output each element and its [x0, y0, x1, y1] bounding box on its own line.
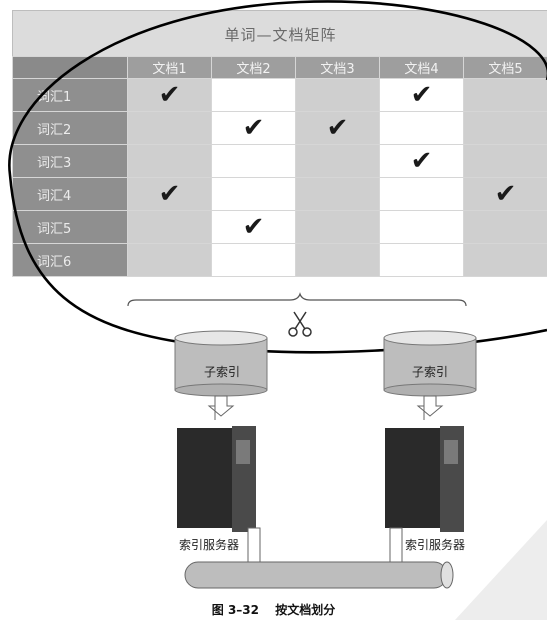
server-vent	[236, 440, 250, 464]
checkmark-icon: ✔	[494, 179, 517, 209]
matrix-cell	[211, 144, 296, 178]
right-index-node	[383, 330, 477, 563]
checkmark-icon: ✔	[158, 179, 181, 209]
column-header: 文档2	[211, 56, 296, 79]
server-network-arrow	[247, 527, 261, 563]
index-cylinder-body	[383, 337, 477, 391]
figure-caption-text: 按文档划分	[275, 603, 336, 617]
matrix-cell	[295, 144, 380, 178]
matrix-header-row: 文档1 文档2 文档3 文档4 文档5	[12, 56, 547, 79]
grouping-brace	[127, 292, 467, 307]
watermark-shape	[455, 520, 547, 620]
index-server-arrow	[416, 395, 444, 420]
matrix-row: 词汇6	[12, 243, 547, 277]
matrix-cell	[295, 177, 380, 211]
matrix-cell: ✔	[295, 111, 380, 145]
matrix-row: 词汇2✔✔	[12, 111, 547, 145]
matrix-cell: ✔	[127, 78, 212, 112]
matrix-cell: ✔	[463, 177, 547, 211]
matrix-cell	[295, 210, 380, 244]
matrix-row: 词汇1 ✔ ✔	[12, 78, 547, 112]
matrix-row: 词汇4 ✔ ✔	[12, 177, 547, 211]
left-server-label: 索引服务器	[178, 536, 241, 553]
matrix-cell	[463, 144, 547, 178]
index-cylinder-bottom	[383, 383, 477, 397]
matrix-cell	[295, 243, 380, 277]
matrix-cell	[211, 177, 296, 211]
matrix-cell	[211, 78, 296, 112]
matrix-cell	[127, 111, 212, 145]
row-label: 词汇5	[12, 210, 128, 244]
right-server-label: 索引服务器	[404, 536, 467, 553]
matrix-cell: ✔	[379, 78, 464, 112]
matrix-corner	[12, 56, 128, 79]
matrix-cell: ✔	[211, 111, 296, 145]
matrix-cell	[463, 243, 547, 277]
index-cylinder-bottom	[174, 383, 268, 397]
index-cylinder-top	[383, 330, 477, 346]
matrix-cell	[463, 111, 547, 145]
checkmark-icon: ✔	[242, 113, 265, 143]
checkmark-icon: ✔	[326, 113, 349, 143]
figure-caption: 图 3–32 按文档划分	[0, 601, 547, 618]
right-index-label: 子索引	[412, 365, 449, 379]
matrix-row: 词汇3✔	[12, 144, 547, 178]
matrix-cell	[379, 177, 464, 211]
server-vent	[444, 440, 458, 464]
index-cylinder-top	[174, 330, 268, 346]
row-label: 词汇4	[12, 177, 128, 211]
column-header: 文档3	[295, 56, 380, 79]
checkmark-icon: ✔	[410, 80, 433, 110]
matrix-cell: ✔	[127, 177, 212, 211]
checkmark-icon: ✔	[410, 146, 433, 176]
matrix-cell	[127, 210, 212, 244]
matrix-cell: ✔	[379, 144, 464, 178]
matrix-cell	[295, 78, 380, 112]
left-index-label: 子索引	[204, 365, 241, 379]
figure-number: 图 3–32	[211, 603, 260, 617]
row-label: 词汇1	[12, 78, 128, 112]
server-network-arrow	[389, 527, 403, 563]
checkmark-icon: ✔	[158, 80, 181, 110]
checkmark-icon: ✔	[242, 212, 265, 242]
column-header: 文档4	[379, 56, 464, 79]
matrix-cell	[127, 144, 212, 178]
index-server-arrow	[207, 395, 235, 420]
network-pipe	[184, 561, 454, 589]
left-index-node	[174, 330, 268, 563]
matrix-cell	[211, 243, 296, 277]
scissors-icon	[288, 311, 312, 337]
